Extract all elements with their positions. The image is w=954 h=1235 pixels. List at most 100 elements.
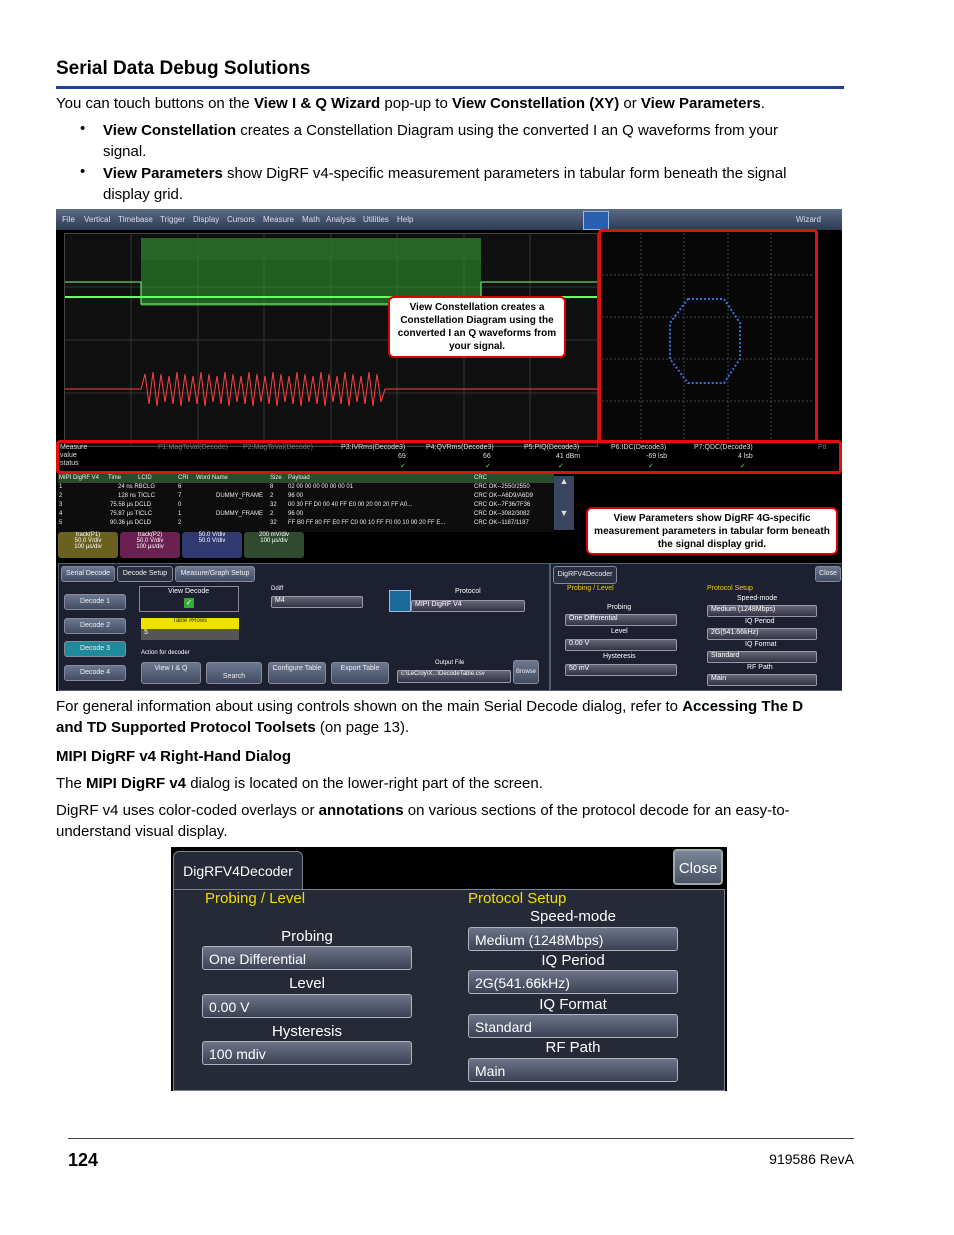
tab-decode-setup[interactable]: Decode Setup — [117, 566, 173, 582]
tab-measure-graph-setup[interactable]: Measure/Graph Setup — [175, 566, 255, 582]
browse-button[interactable]: Browse — [513, 660, 539, 684]
callout-view-constellation: View Constellation creates a Constellati… — [388, 296, 566, 358]
menu-display[interactable]: Display — [193, 215, 220, 224]
hysteresis-label: Hysteresis — [271, 1023, 342, 1040]
close-button-small[interactable]: Close — [815, 566, 841, 582]
hysteresis-field[interactable]: 100 mdiv — [202, 1041, 412, 1065]
grid-layout-icon[interactable] — [583, 211, 609, 230]
speed-mode-field[interactable]: Medium (1248Mbps) — [468, 927, 678, 951]
menu-file[interactable]: File — [62, 215, 75, 224]
decode-table: MIPI DigRF V4 Time LCID CRI Word Name Si… — [58, 474, 554, 532]
intro-paragraph: You can touch buttons on the View I & Q … — [56, 95, 765, 112]
table-row[interactable]: 5 90.36 µs DCLD 2 32 FF B0 FF 80 FF E0 F… — [59, 520, 529, 526]
iq-format-field[interactable]: Standard — [468, 1014, 678, 1038]
protocol-field[interactable]: MIPI DigRF V4 — [411, 600, 525, 612]
tab-serial-decode[interactable]: Serial Decode — [61, 566, 115, 582]
output-file-field[interactable]: c:\LeCroy\X...\DecodeTable.csv — [397, 670, 511, 683]
iq-format-label: IQ Format — [539, 996, 607, 1013]
probing-field-small[interactable]: One Differential — [565, 614, 677, 626]
decode-1-button[interactable]: Decode 1 — [64, 594, 126, 610]
bullet-dot: • — [80, 163, 86, 180]
decode-3-button[interactable]: Decode 3 — [64, 641, 126, 657]
probing-level-heading: Probing / Level — [205, 890, 306, 907]
level-label: Level — [289, 975, 325, 992]
bullet-view-parameters: View Parameters show DigRF v4-specific m… — [103, 165, 787, 203]
rf-path-label: RF Path — [545, 1039, 601, 1056]
menu-math[interactable]: Math — [302, 215, 320, 224]
tab-digrfv4decoder[interactable]: DigRFV4Decoder — [173, 851, 303, 890]
level-field-small[interactable]: 0.00 V — [565, 639, 677, 651]
bullet-dot: • — [80, 120, 86, 137]
rf-path-field[interactable]: Main — [468, 1058, 678, 1082]
probing-label: Probing — [281, 928, 333, 945]
menu-wizard[interactable]: Wizard — [796, 215, 821, 224]
parameters-highlight — [56, 440, 842, 474]
page-heading: Serial Data Debug Solutions — [56, 58, 311, 79]
table-row[interactable]: 4 75.87 µs TICLC 1 DUMMY_FRAME 2 96 00 C… — [59, 511, 530, 517]
search-button[interactable]: Search — [206, 662, 262, 684]
speed-mode-field-small[interactable]: Medium (1248Mbps) — [707, 605, 817, 617]
table-rows-field[interactable]: Table #Rows 5 — [141, 618, 239, 640]
level-field[interactable]: 0.00 V — [202, 994, 412, 1018]
menu-timebase[interactable]: Timebase — [118, 215, 153, 224]
callout-view-parameters: View Parameters show DigRF 4G-specific m… — [586, 507, 838, 555]
tab-digrfv4decoder-small[interactable]: DigRFV4Decoder — [553, 566, 617, 584]
scroll-up-icon[interactable]: ▲ — [559, 476, 569, 486]
iq-period-field[interactable]: 2G(541.66kHz) — [468, 970, 678, 994]
view-decode-box[interactable]: View Decode ✓ — [139, 586, 239, 612]
menu-cursors[interactable]: Cursors — [227, 215, 256, 224]
menu-measure[interactable]: Measure — [263, 215, 295, 224]
hysteresis-field-small[interactable]: 50 mV — [565, 664, 677, 676]
subheading: MIPI DigRF v4 Right-Hand Dialog — [56, 748, 291, 765]
decode-2-button[interactable]: Decode 2 — [64, 618, 126, 634]
constellation-highlight — [598, 229, 818, 443]
menu-analysis[interactable]: Analysis — [326, 215, 356, 224]
menu-bar: File Vertical Timebase Trigger Display C… — [56, 209, 842, 230]
menu-trigger[interactable]: Trigger — [160, 215, 186, 224]
protocol-icon — [389, 590, 411, 612]
heading-rule — [56, 86, 844, 89]
view-iq-button[interactable]: View I & Q — [141, 662, 201, 684]
table-row[interactable]: 1 24 ns RBCLG 6 8 02 00 00 00 00 00 00 0… — [59, 484, 530, 490]
check-icon: ✓ — [740, 463, 746, 470]
digrf-decoder-dialog-small: DigRFV4Decoder Close Probing / Level Pro… — [550, 563, 842, 691]
ddiff-field[interactable]: M4 — [271, 596, 363, 608]
iq-format-field-small[interactable]: Standard — [707, 651, 817, 663]
export-table-button[interactable]: Export Table — [331, 662, 389, 684]
menu-help[interactable]: Help — [397, 215, 414, 224]
configure-table-button[interactable]: Configure Table — [268, 662, 326, 684]
rf-path-field-small[interactable]: Main — [707, 674, 817, 686]
check-icon: ✓ — [400, 463, 406, 470]
oscilloscope-screenshot: File Vertical Timebase Trigger Display C… — [56, 209, 842, 691]
check-icon: ✓ — [648, 463, 654, 470]
general-info-paragraph: For general information about using cont… — [56, 698, 804, 736]
iq-period-label: IQ Period — [541, 952, 605, 969]
document-revision: 919586 RevA — [769, 1151, 854, 1167]
checkbox-checked-icon[interactable]: ✓ — [184, 598, 194, 608]
check-icon: ✓ — [485, 463, 491, 470]
probing-field[interactable]: One Differential — [202, 946, 412, 970]
speed-mode-label: Speed-mode — [530, 908, 616, 925]
table-row[interactable]: 3 75.58 µs DCLD 0 32 00 30 FF D0 00 40 F… — [59, 502, 531, 508]
decode-4-button[interactable]: Decode 4 — [64, 665, 126, 681]
iq-period-field-small[interactable]: 2G(541.66kHz) — [707, 628, 817, 640]
menu-vertical[interactable]: Vertical — [84, 215, 111, 224]
footer-rule — [68, 1138, 854, 1139]
constellation-grid — [598, 233, 814, 445]
digrf-dialog-screenshot: DigRFV4Decoder Close Probing / Level Pro… — [171, 847, 727, 1091]
menu-utilities[interactable]: Utilities — [363, 215, 389, 224]
close-button[interactable]: Close — [673, 849, 723, 885]
serial-decode-dialog: Serial Decode Decode Setup Measure/Graph… — [58, 563, 550, 691]
check-icon: ✓ — [558, 463, 564, 470]
measure-row: Measure value status P1:MagToVal(Decode)… — [60, 444, 827, 470]
page-number: 124 — [68, 1150, 99, 1170]
dialog-location-paragraph: The MIPI DigRF v4 dialog is located on t… — [56, 775, 543, 792]
scroll-down-icon[interactable]: ▼ — [559, 508, 569, 518]
table-scrollbar[interactable]: ▲ ▼ — [554, 476, 574, 530]
table-row[interactable]: 2 128 ns TICLC 7 DUMMY_FRAME 2 96 00 CRC… — [59, 493, 534, 499]
